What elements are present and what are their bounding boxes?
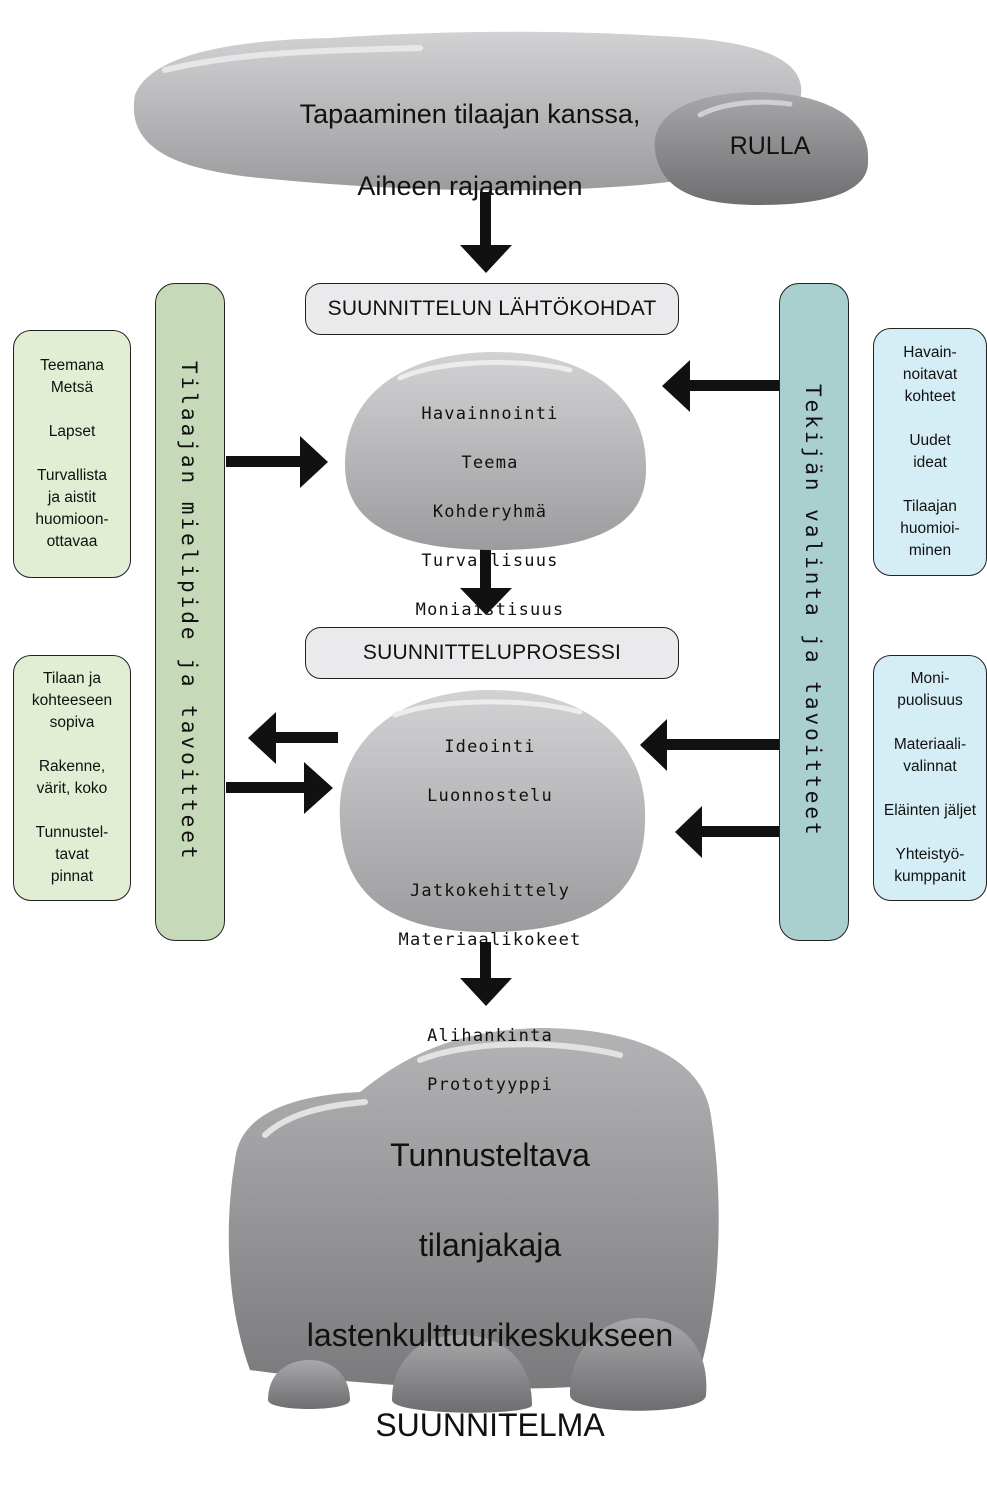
stage1-item: Teema [461, 452, 519, 473]
right-bar-label: Tekijän valinta ja tavoitteet [801, 384, 825, 838]
right-box-1-text: Uudet ideat [909, 432, 951, 471]
rock-lahtokohdat [345, 352, 647, 550]
left-bar [155, 283, 225, 941]
stage2-label: SUUNNITTELUPROSESSI [305, 627, 679, 679]
right-box-2-text: Materiaali- valinnat [893, 736, 967, 775]
top-rock [133, 31, 802, 191]
result-text: Tunnusteltava tilanjakaja lastenkulttuur… [250, 1088, 730, 1493]
rulla-label: RULLA [729, 132, 811, 160]
stage2-item: Luonnostelu [427, 785, 553, 806]
stage1-label: SUUNNITTELUN LÄHTÖKOHDAT [305, 283, 679, 335]
stage1-item: Kohderyhmä [432, 501, 548, 522]
side-arrows [226, 360, 780, 858]
result-line: SUUNNITELMA [375, 1407, 605, 1443]
result-line: tilanjakaja [418, 1227, 562, 1263]
stage1-item: Havainnointi [421, 403, 559, 424]
result-rock [228, 1028, 719, 1389]
small-rocks [268, 1318, 707, 1413]
top-line2: Aiheen rajaaminen [357, 171, 583, 201]
stage2-item: Alihankinta [427, 1025, 553, 1046]
left-bar-label: Tilaajan mielipide ja tavoitteet [177, 360, 201, 862]
diagram-graphics [133, 31, 869, 1413]
right-box-1-text: Tilaajan huomioi- minen [900, 498, 960, 559]
stage1-item: Moniaistisuus [415, 599, 565, 620]
stage1-items: Havainnointi Teema Kohderyhmä Turvallisu… [370, 377, 610, 647]
stage2-items: Ideointi Luonnostelu Jatkokehittely Mate… [370, 710, 610, 1122]
rulla-rock [654, 92, 869, 205]
stage2-item: Jatkokehittely [409, 881, 571, 901]
left-box-2-text: Rakenne, värit, koko [36, 758, 108, 797]
left-box-2-text: Tunnustel- tavat pinnat [35, 824, 109, 885]
left-box-2: Tilaan ja kohteeseen sopiva Rakenne, vär… [13, 655, 131, 901]
left-box-2-text: Tilaan ja kohteeseen sopiva [31, 670, 113, 731]
left-box-1-text: Turvallista ja aistit huomioon- ottavaa [35, 467, 109, 550]
down-arrows [460, 192, 512, 1006]
right-box-2-text: Eläinten jäljet [883, 802, 977, 819]
left-box-1-text: Lapset [48, 423, 96, 440]
right-box-2-text: Moni- puolisuus [897, 670, 963, 709]
right-box-1: Havain- noitavat kohteet Uudet ideat Til… [873, 328, 987, 576]
top-line1: Tapaaminen tilaajan kanssa, [299, 99, 641, 129]
stage2-item: Materiaalikokeet [398, 930, 582, 950]
top-rock-text: Tapaaminen tilaajan kanssa, Aiheen rajaa… [230, 60, 710, 240]
stage2-item: Prototyyppi [427, 1074, 553, 1095]
stage2-item: Ideointi [444, 736, 536, 757]
left-box-1: Teemana Metsä Lapset Turvallista ja aist… [13, 330, 131, 578]
right-box-2: Moni- puolisuus Materiaali- valinnat Elä… [873, 655, 987, 901]
result-line: Tunnusteltava [390, 1137, 590, 1173]
stage1-item: Turvallisuus [421, 550, 559, 571]
right-box-1-text: Havain- noitavat kohteet [902, 344, 958, 405]
right-box-2-text: Yhteistyö- kumppanit [894, 846, 966, 885]
right-bar [779, 283, 849, 941]
rock-prosessi [339, 690, 646, 933]
result-line: lastenkulttuurikeskukseen [306, 1317, 674, 1353]
left-box-1-text: Teemana Metsä [40, 357, 104, 396]
